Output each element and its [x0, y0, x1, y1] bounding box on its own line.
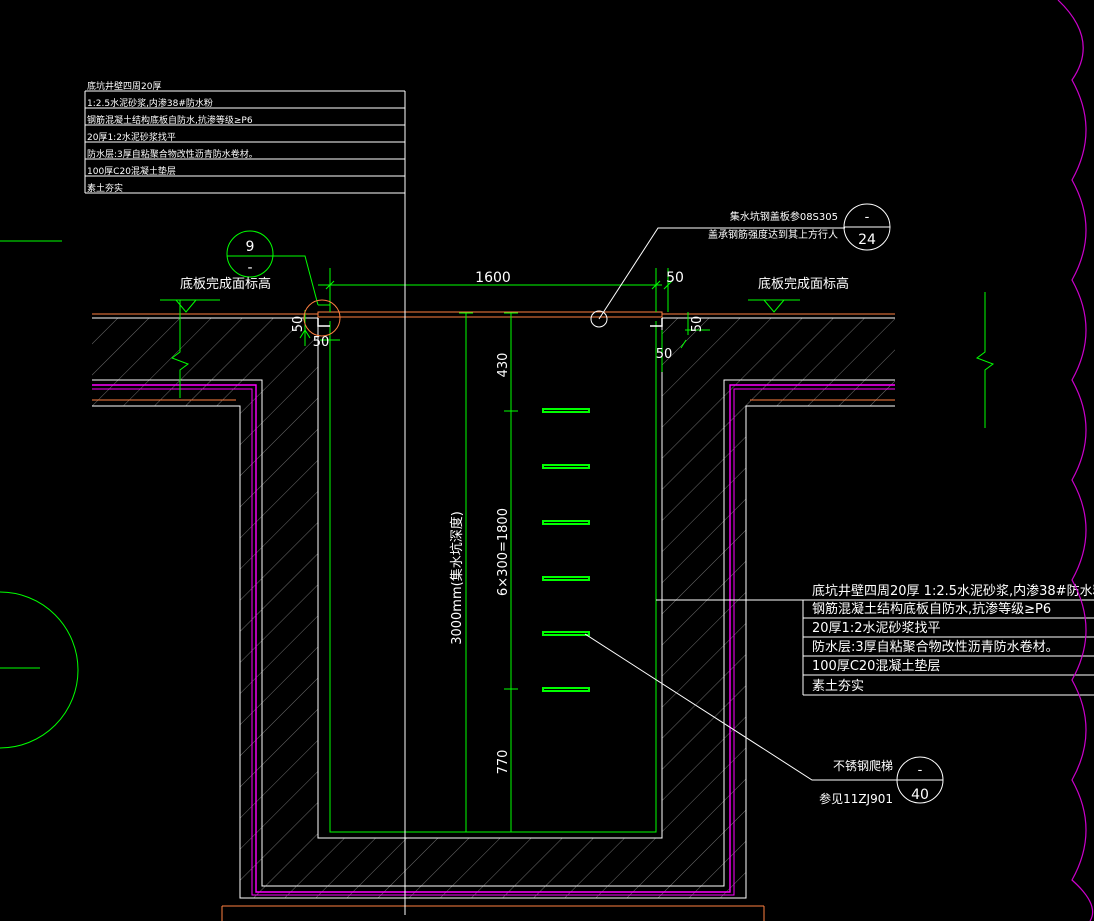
break-line-left [170, 300, 190, 398]
ladder-rung [542, 520, 590, 525]
floor-label-right: 底板完成面标高 [758, 276, 849, 292]
ladder-rung [542, 687, 590, 692]
slab-and-pit-wall [92, 318, 895, 898]
partial-circle [0, 591, 79, 749]
note-right-line: 素土夯实 [812, 679, 864, 694]
cover-note-line2: 盖承钢筋强度达到其上方行人 [708, 228, 838, 241]
note-left-line: 素土夯实 [87, 182, 123, 194]
dim-tick [459, 312, 518, 833]
cover-angle-left [317, 318, 330, 327]
dim-rungs-text: 6×300=1800 [496, 508, 511, 596]
dim-edge-right-v-text: 50 [690, 316, 705, 333]
note-right-line: 底坑井壁四周20厚 1:2.5水泥砂浆,内渗38#防水粉 [812, 583, 1094, 599]
ladder-rung [542, 464, 590, 469]
note-left-line: 1:2.5水泥砂浆,内渗38#防水粉 [87, 97, 213, 109]
dim-edge-right-text: 50 [666, 270, 684, 286]
dim-edge-left-v-text: 50 [291, 316, 306, 333]
ladder-rungs [542, 408, 590, 692]
note-right-line: 钢筋混凝土结构底板自防水,抗渗等级≥P6 [812, 601, 1051, 617]
steel-cover-plate [317, 311, 663, 318]
concrete-structure [92, 318, 895, 898]
ladder-rung [542, 576, 590, 581]
ladder-ref-bottom: 40 [911, 787, 929, 803]
dim-tick [325, 280, 673, 290]
note-left-line: 防水层:3厚自粘聚合物改性沥青防水卷材。 [87, 148, 258, 160]
note-right-line: 100厚C20混凝土垫层 [812, 658, 940, 674]
note-right-line: 防水层:3厚自粘聚合物改性沥青防水卷材。 [812, 639, 1059, 655]
cover-note-line1: 集水坑钢盖板参08S305 [730, 210, 838, 223]
dim-depth-text: 3000mm(集水坑深度) [449, 511, 465, 645]
note-left-line: 20厚1:2水泥砂浆找平 [87, 131, 176, 143]
ladder-rung [542, 408, 590, 413]
dim-bottom-text: 770 [496, 750, 511, 775]
ladder-rung [542, 631, 590, 636]
notes-left-table [84, 90, 405, 194]
cover-note-group: 集水坑钢盖板参08S305 盖承钢筋强度达到其上方行人 - 24 [590, 203, 891, 328]
cover-ref-bottom: 24 [858, 232, 876, 248]
waterproof-layer [92, 384, 895, 893]
pit-bottom-outer [221, 905, 765, 921]
dim-edge-right-h-text: 50 [656, 347, 673, 362]
ladder-label: 不锈钢爬梯 [833, 759, 893, 773]
notes-right-text: 底坑井壁四周20厚 1:2.5水泥砂浆,内渗38#防水粉 钢筋混凝土结构底板自防… [812, 583, 1094, 694]
revision-cloud [1057, 0, 1094, 921]
detail-ref-9: 9 - [226, 230, 341, 337]
waterproof-layer-inner [92, 388, 895, 896]
note-left-line: 100厚C20混凝土垫层 [87, 165, 176, 177]
finish-lines [92, 313, 895, 921]
dim-width-text: 1600 [475, 270, 511, 286]
elevation-mark-right [748, 299, 800, 313]
note-right-line: 20厚1:2水泥砂浆找平 [812, 621, 940, 636]
dim-arrow [299, 329, 687, 349]
outer-outline [92, 317, 895, 899]
cover-angle-right [650, 318, 663, 327]
notes-right-table [656, 599, 1094, 696]
note-left-line: 钢筋混凝土结构底板自防水,抗渗等级≥P6 [87, 114, 253, 126]
elevation-mark-left [160, 299, 220, 313]
note-left-line: 底坑井壁四周20厚 [87, 80, 161, 92]
dimension-lines [0, 240, 995, 833]
break-line-right [975, 292, 995, 428]
inner-wall-outline [317, 318, 663, 839]
cover-ref-top: - [865, 210, 870, 225]
notes-left-text: 底坑井壁四周20厚 1:2.5水泥砂浆,内渗38#防水粉 钢筋混凝土结构底板自防… [87, 80, 258, 194]
ladder-ref-text: 参见11ZJ901 [819, 791, 893, 806]
dimension-texts: 1600 50 50 50 50 50 430 6×300=1800 770 3… [291, 270, 705, 774]
dim-top-text: 430 [496, 353, 511, 378]
ladder-ref-top: - [918, 763, 923, 778]
pit-inner-finish [329, 321, 657, 833]
structure-outlines [92, 317, 895, 899]
pit-void [330, 321, 656, 832]
detail-ref-bottom: - [247, 260, 252, 276]
detail-ref-top: 9 [246, 239, 255, 255]
floor-label-left: 底板完成面标高 [180, 276, 271, 292]
dim-edge-left-h-text: 50 [313, 335, 330, 350]
ladder-note-group: 不锈钢爬梯 参见11ZJ901 - 40 [584, 633, 944, 806]
